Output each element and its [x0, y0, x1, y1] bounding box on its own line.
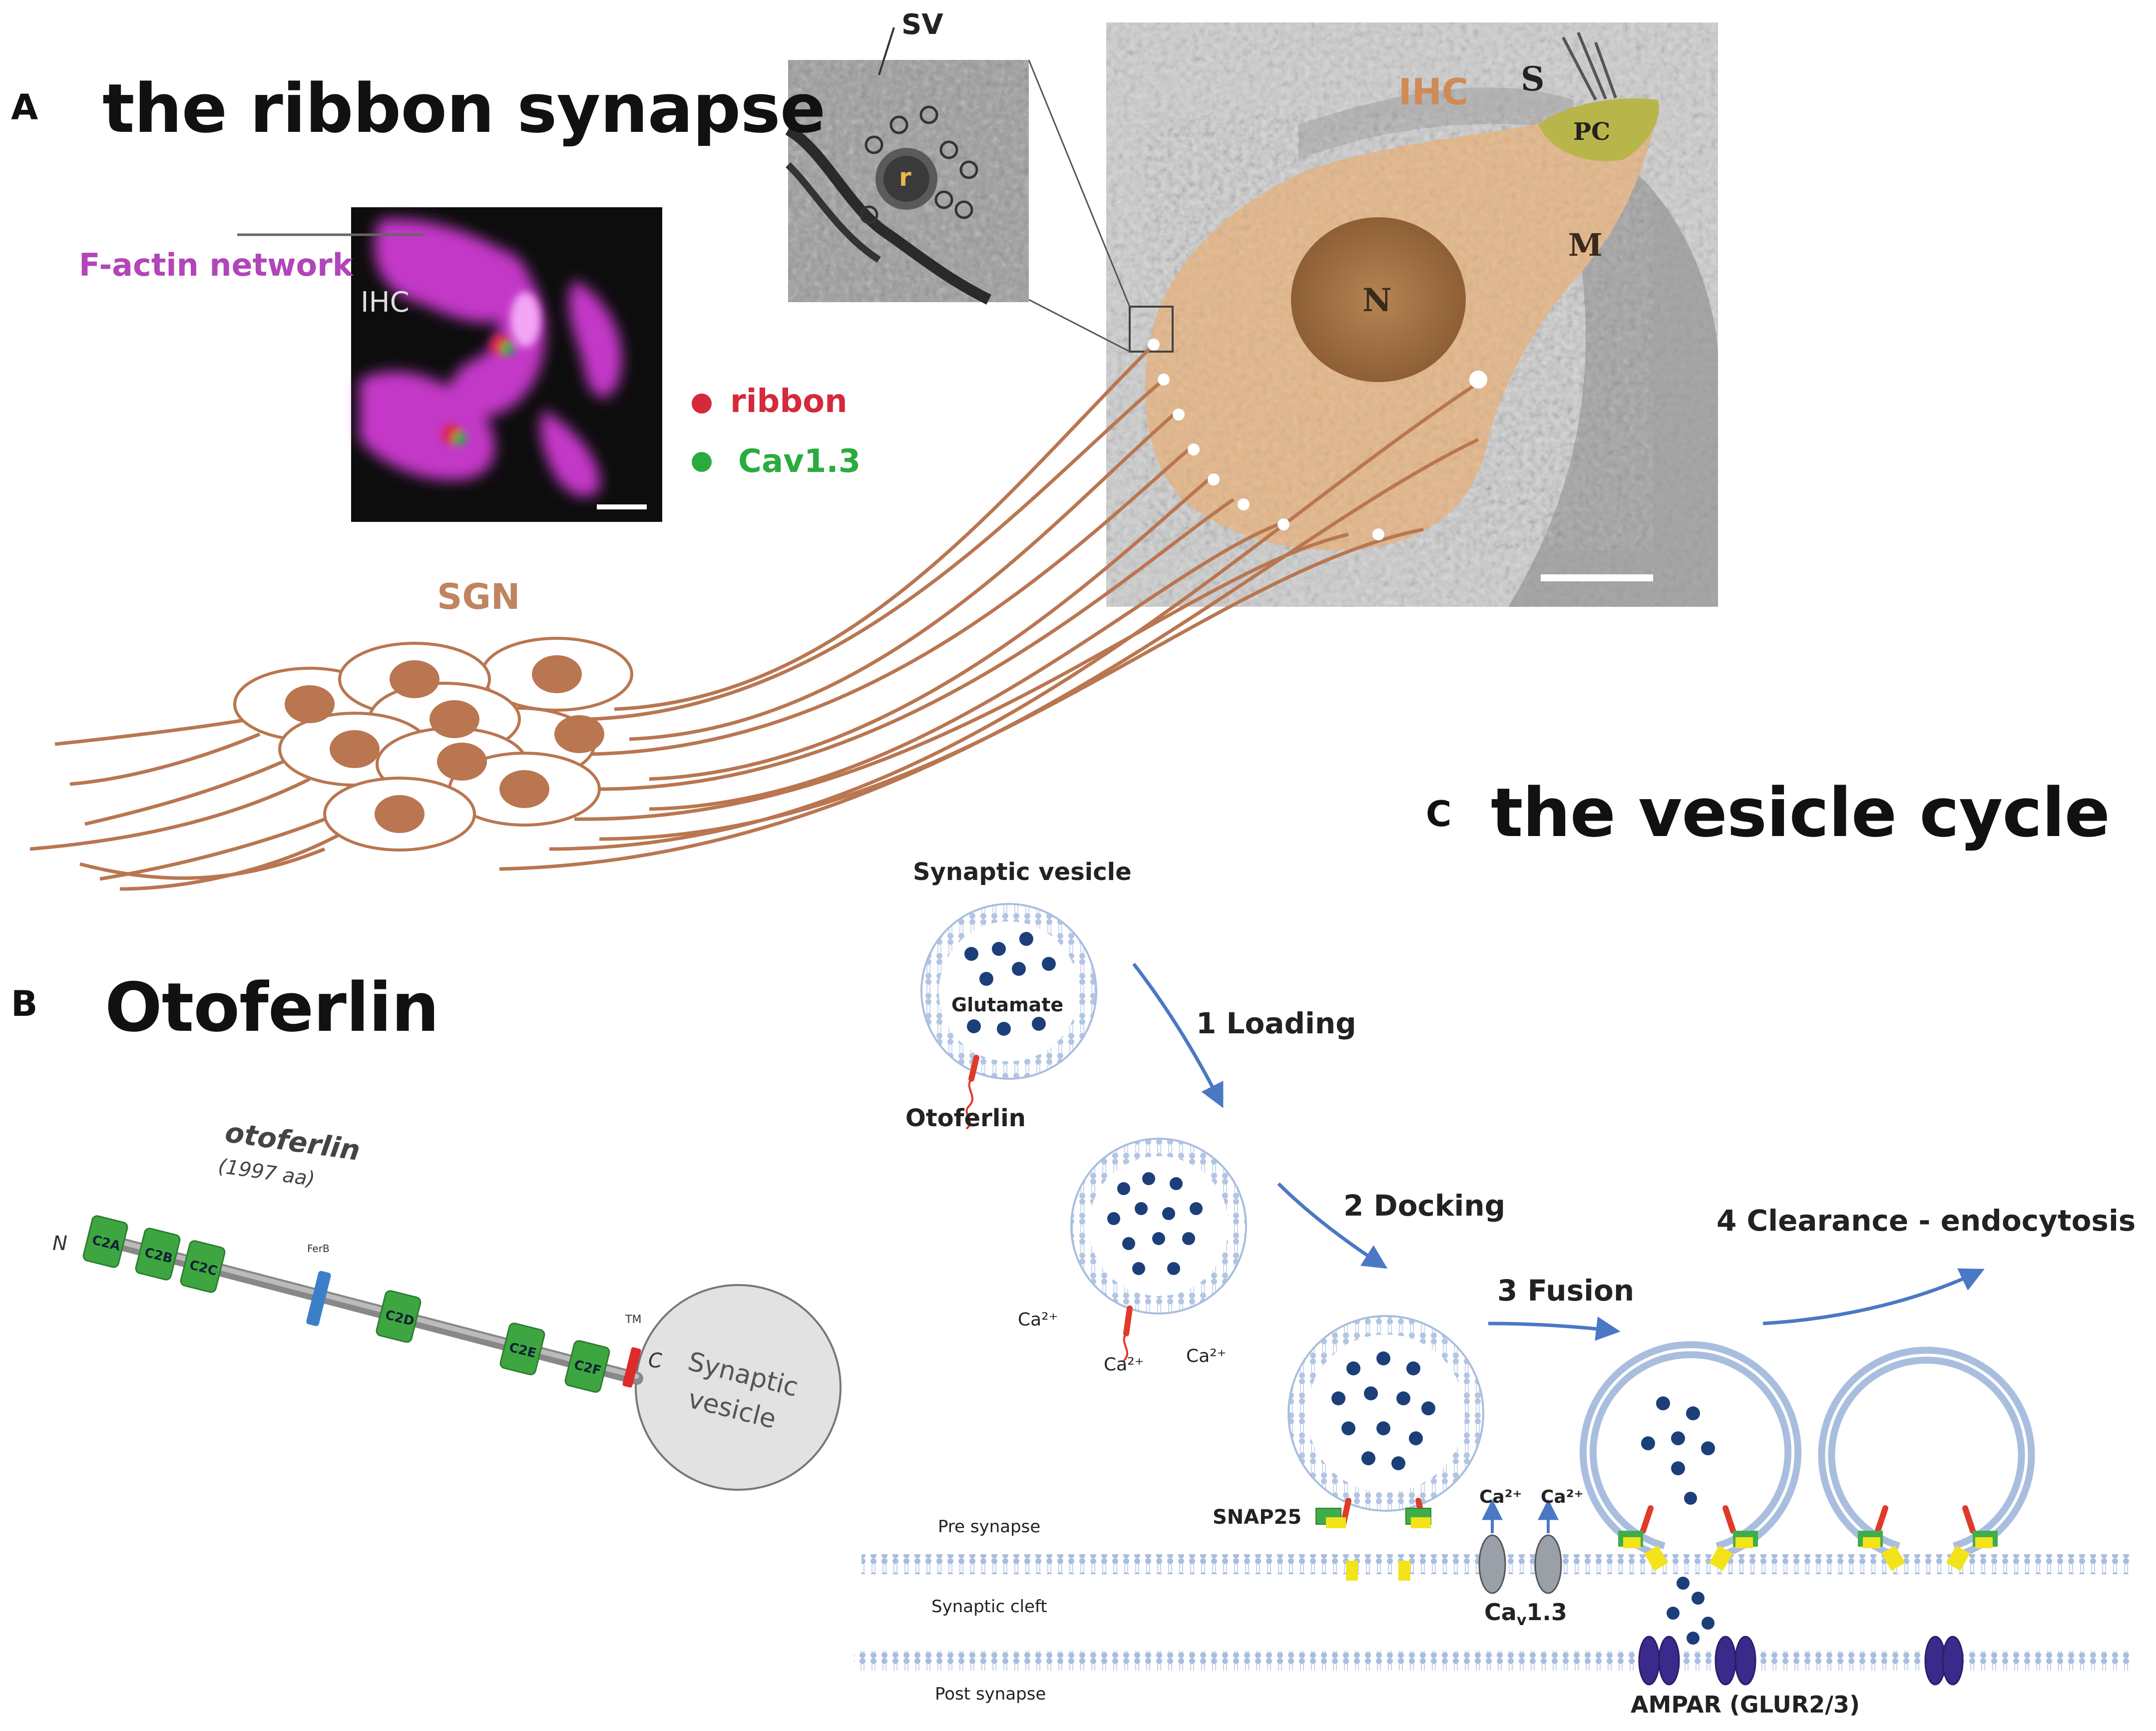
cuticular-plate-pc	[1538, 98, 1659, 161]
vesicle-stage-fusion	[1580, 1341, 1801, 1559]
snap25-label: SNAP25	[1213, 1506, 1302, 1529]
em-ihc-label: IHC	[1398, 71, 1468, 113]
em-pc-label: PC	[1573, 118, 1611, 146]
em-n-label: N	[1362, 282, 1392, 319]
panel-c-title: the vesicle cycle	[1491, 774, 2110, 852]
otoferlin-diagram	[82, 1215, 842, 1491]
step-4-label: 4 Clearance - endocytosis	[1717, 1204, 2136, 1238]
otoferlin-tethers	[968, 1055, 1976, 1534]
cav-channels	[1478, 1499, 1562, 1594]
glutamate-dots	[964, 932, 1715, 1645]
sgn-fibers	[29, 343, 1484, 891]
ca-label-3: Ca²⁺	[1186, 1346, 1227, 1366]
step-2-label: 2 Docking	[1343, 1189, 1506, 1223]
em-micrograph	[1028, 22, 1718, 607]
step-1-label: 1 Loading	[1196, 1006, 1356, 1040]
ca-label-1: Ca²⁺	[1018, 1309, 1058, 1330]
panel-b-letter: B	[11, 983, 38, 1024]
ampar-label: AMPAR (GLUR2/3)	[1631, 1691, 1860, 1718]
vesicle-stage-3	[1288, 1315, 1484, 1512]
cav13-rest: 1.3	[1526, 1599, 1567, 1626]
em-m-label: M	[1568, 227, 1603, 263]
vesicle-stage-1	[920, 903, 1097, 1080]
ca-label-2: Ca²⁺	[1104, 1354, 1144, 1375]
synaptic-cleft-label: Synaptic cleft	[931, 1597, 1047, 1617]
cav13-sub: v	[1516, 1612, 1527, 1630]
inset-ihc-label: IHC	[361, 286, 410, 319]
pre-synapse-label: Pre synapse	[938, 1517, 1041, 1537]
glutamate-label: Glutamate	[951, 994, 1064, 1016]
synapse-dots	[1148, 339, 1487, 540]
panel-b-title: Otoferlin	[105, 968, 439, 1047]
otoferlin-label: Otoferlin	[905, 1104, 1026, 1132]
synaptic-vesicle-label: Synaptic vesicle	[913, 858, 1132, 886]
fluorescence-inset	[237, 207, 662, 522]
vesicle-stage-endocytosis	[1818, 1346, 2035, 1559]
ihc-nucleus	[1291, 217, 1466, 382]
cav13-main: Ca	[1484, 1599, 1517, 1626]
ca-label-4: Ca²⁺	[1479, 1487, 1522, 1507]
em-r-label: r	[899, 163, 911, 192]
step-3-label: 3 Fusion	[1497, 1274, 1635, 1307]
ampar-receptors	[1638, 1636, 1964, 1686]
legend-ribbon-label: ribbon	[730, 383, 848, 420]
legend-cav-label: Cav1.3	[738, 443, 861, 480]
cav13-label: Cav1.3	[1484, 1601, 1567, 1628]
panel-a-letter: A	[11, 87, 38, 128]
ribbon-legend-dot	[692, 394, 712, 414]
snare-complexes	[1315, 1508, 1998, 1581]
n-terminus: N	[52, 1232, 67, 1255]
em-s-label: S	[1521, 59, 1545, 98]
synaptic-vesicle-b	[635, 1284, 842, 1491]
em-sv-label: SV	[901, 8, 943, 41]
cav-legend-dot	[692, 452, 712, 472]
domain-ferb: FerB	[307, 1243, 330, 1255]
vesicle-stage-2	[1070, 1138, 1247, 1314]
sgn-label: SGN	[437, 576, 520, 617]
otoferlin-tails	[965, 1078, 1129, 1362]
em-zoom-box	[1129, 306, 1174, 353]
tm-label: TM	[625, 1313, 642, 1326]
ca-label-5: Ca²⁺	[1541, 1487, 1584, 1507]
panel-c-letter: C	[1426, 794, 1452, 835]
cycle-arrows	[1132, 962, 1985, 1341]
post-synapse-label: Post synapse	[935, 1684, 1046, 1704]
c-terminus: C	[648, 1349, 662, 1372]
factin-label: F-actin network	[79, 247, 353, 283]
panel-a-title: the ribbon synapse	[102, 69, 826, 148]
sgn-nuclei	[285, 655, 604, 833]
em-inset	[785, 27, 1029, 305]
